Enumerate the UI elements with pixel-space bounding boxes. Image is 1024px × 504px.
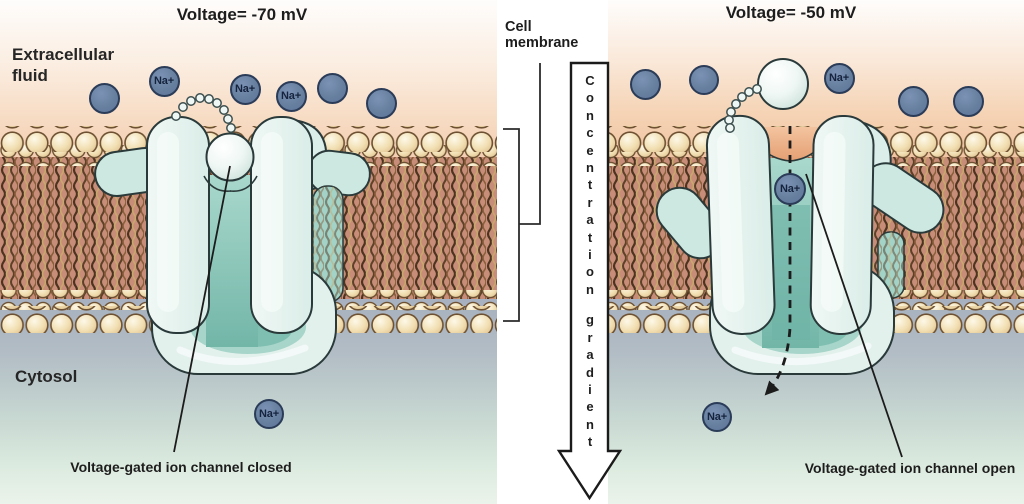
ion-flow-dashed-arrow [764,126,792,396]
cell-membrane-label: Cell membrane [505,19,579,52]
channel-open-caption: Voltage-gated ion channel open [804,460,1016,476]
voltage-label-left: Voltage= -70 mV [176,5,308,24]
inactivation-chain [171,93,236,133]
voltage-label-right: Voltage= -50 mV [725,3,857,22]
concentration-gradient-arrow [556,61,623,501]
ion-channel-closed [94,93,371,375]
channel-closed-caption: Voltage-gated ion channel closed [70,459,292,475]
ion-channel-open [655,58,945,375]
annotation-lines [173,63,903,458]
inactivation-chain [724,84,762,133]
membrane-bracket [503,128,520,322]
extracellular-fluid-label: Extracellular fluid [12,45,115,85]
cytosol-label: Cytosol [15,367,78,386]
